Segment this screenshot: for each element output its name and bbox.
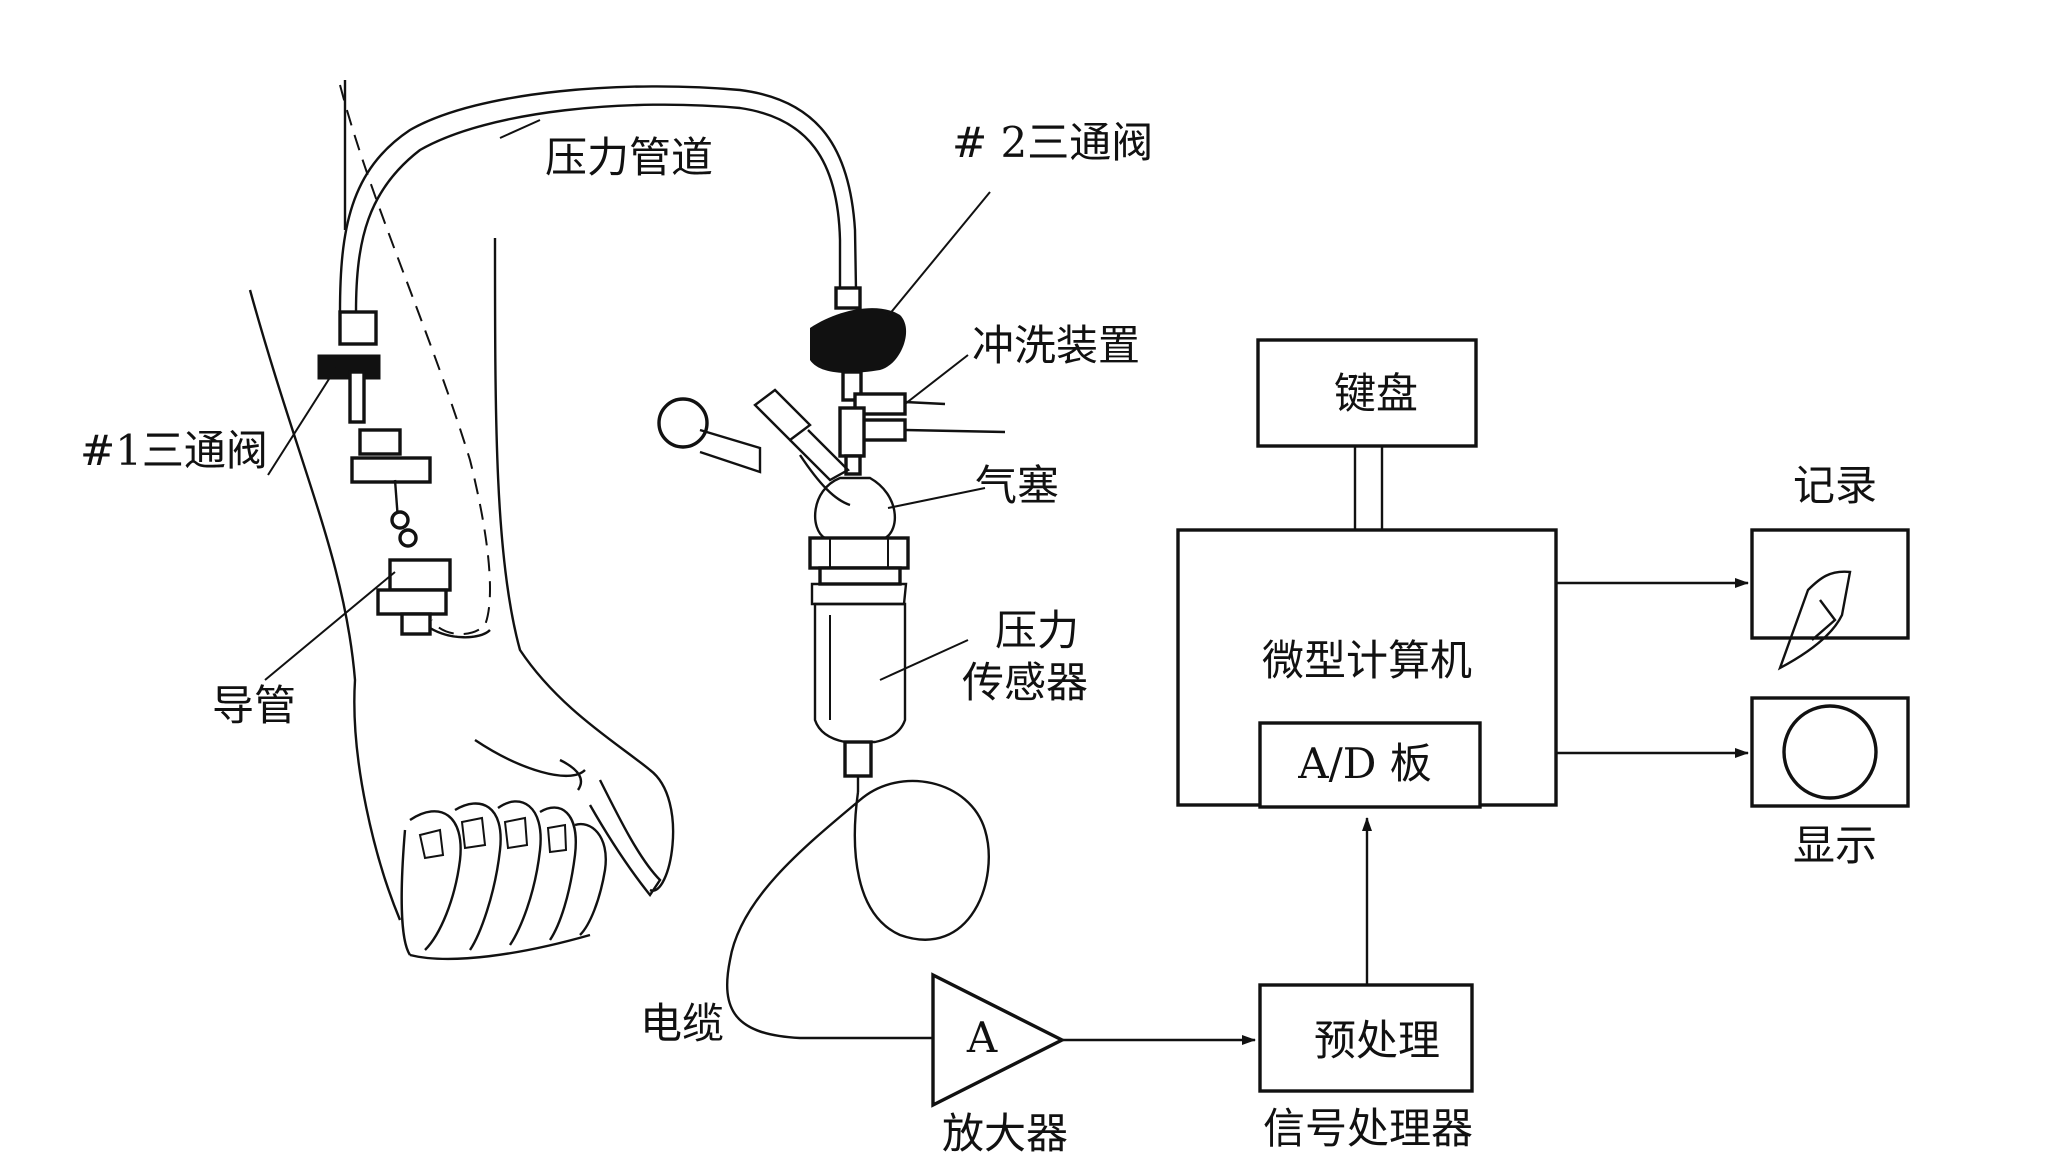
preprocess-box <box>1258 983 1474 1093</box>
transducer-label-line1: 压力 <box>995 606 1079 655</box>
ad-board-label: A/D 板 <box>1297 739 1432 788</box>
record-label: 记录 <box>1793 461 1877 510</box>
signal-processor-label: 信号处理器 <box>1263 1104 1473 1153</box>
leader-lines <box>264 119 991 681</box>
arm-hand-drawing <box>248 84 675 961</box>
valve2-knob <box>810 308 907 373</box>
cable <box>726 779 990 1040</box>
fingers <box>400 800 607 961</box>
valve2-label: # 2三通阀 <box>952 118 1153 167</box>
microcomputer-label: 微型计算机 <box>1262 636 1472 685</box>
pressure-tube-label: 压力管道 <box>545 133 713 182</box>
valve1-assembly <box>317 80 452 636</box>
keyboard-label: 键盘 <box>1334 369 1418 418</box>
flush-device-label: 冲洗装置 <box>972 321 1140 370</box>
amplifier: A <box>931 972 1066 1108</box>
amplifier-label: 放大器 <box>942 1109 1068 1157</box>
catheter-label: 导管 <box>212 681 296 730</box>
syringe-plunger-knob <box>657 397 709 449</box>
keyboard-box <box>1256 338 1478 448</box>
cable-label: 电缆 <box>640 999 724 1048</box>
catheter-path <box>339 84 491 636</box>
amplifier-symbol: A <box>966 1013 998 1062</box>
display-screen-icon <box>1782 704 1878 800</box>
recorder-box <box>1750 528 1910 640</box>
transducer-label-line2: 传感器 <box>962 658 1088 707</box>
transducer-assembly <box>657 286 1006 792</box>
air-plug-label: 气塞 <box>975 461 1059 510</box>
ad-board-box <box>1258 721 1482 809</box>
preprocess-label: 预处理 <box>1314 1016 1440 1065</box>
valve1-label: #1三通阀 <box>80 426 268 475</box>
pressure-tube <box>338 85 858 313</box>
display-label: 显示 <box>1793 821 1877 870</box>
